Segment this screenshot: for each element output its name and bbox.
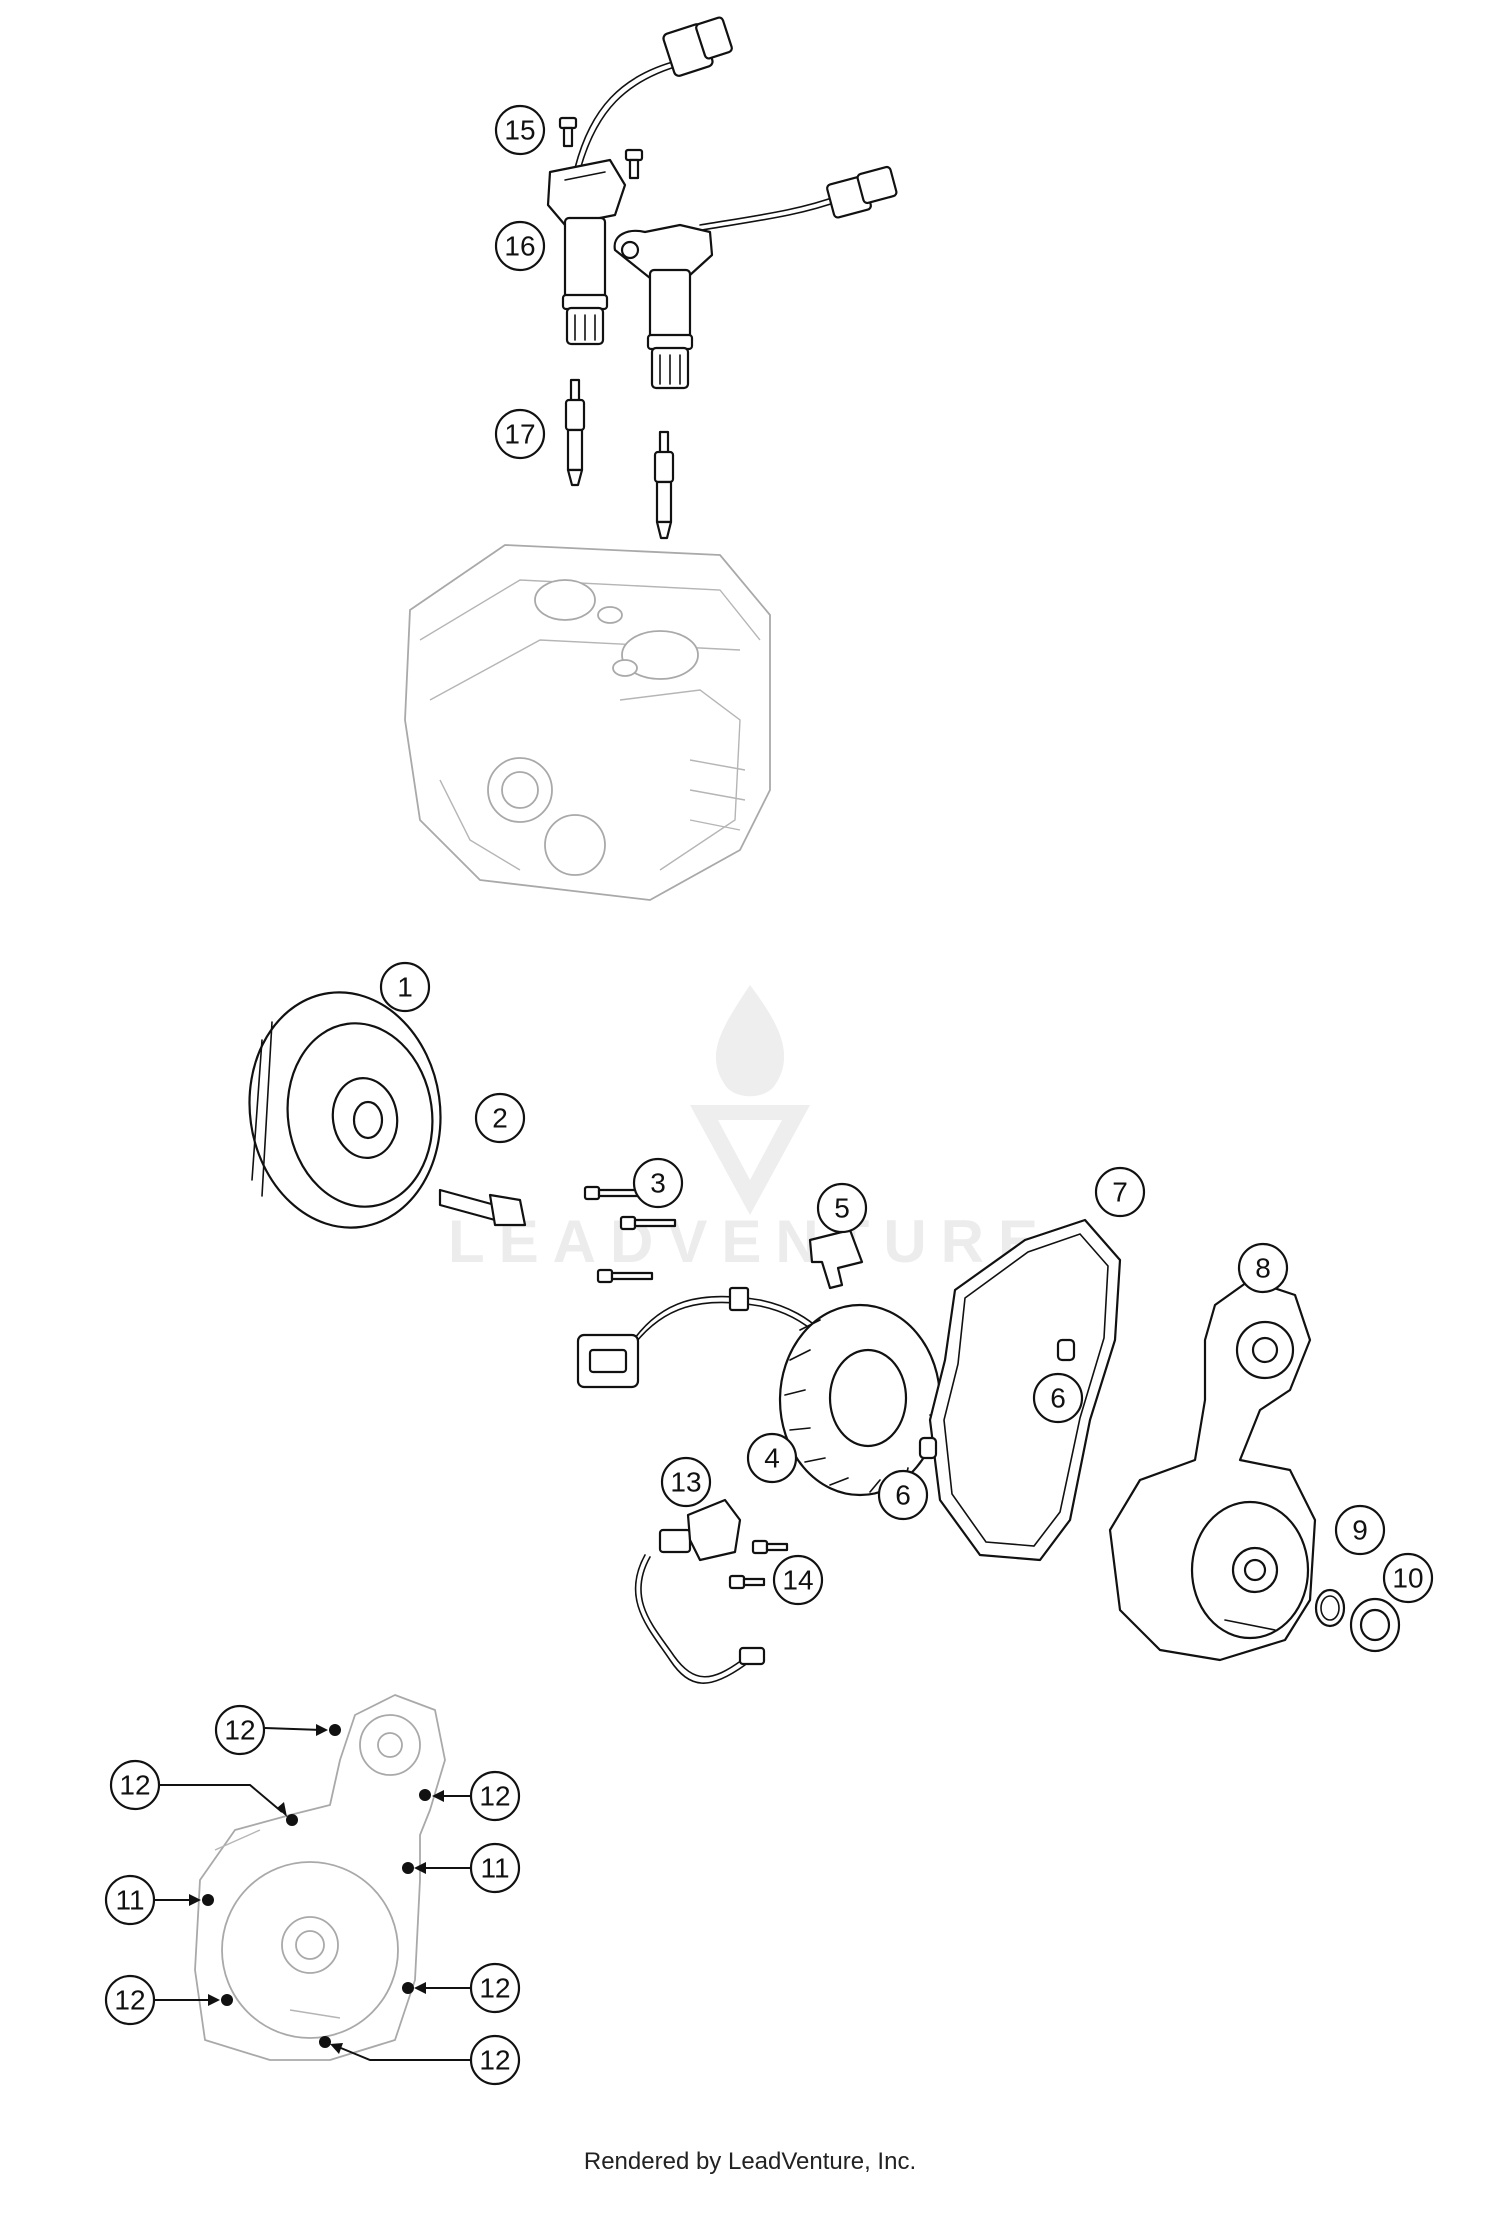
part-screws-14 [728, 1539, 789, 1590]
callout-2: 2 [474, 1092, 526, 1144]
svg-text:12: 12 [224, 1715, 255, 1746]
part-ignition-coil-right [613, 165, 898, 390]
part-generator-cover-8 [1108, 1278, 1317, 1662]
bolt-dots [202, 1724, 431, 2048]
svg-text:14: 14 [782, 1565, 813, 1596]
svg-text:6: 6 [895, 1480, 911, 1511]
part-gasket-7 [928, 1218, 1122, 1562]
watermark-flame-icon [715, 985, 785, 1097]
watermark-v-icon [690, 1105, 810, 1215]
callout-16: 16 [494, 220, 546, 272]
callout-13: 13 [660, 1456, 712, 1508]
callout-7: 7 [1094, 1166, 1146, 1218]
svg-text:12: 12 [114, 1985, 145, 2016]
callout-9: 9 [1334, 1504, 1386, 1556]
part-generator-cover-ghost [194, 1694, 446, 2061]
bolt-dot [419, 1789, 431, 1801]
callout-12: 12 [469, 1770, 521, 1822]
callout-12: 12 [104, 1974, 156, 2026]
watermark: LEADVENTURE [448, 985, 1052, 1275]
part-ignition-coil-left [546, 16, 733, 346]
callout-14: 14 [772, 1554, 824, 1606]
callout-12: 12 [109, 1759, 161, 1811]
svg-text:16: 16 [504, 231, 535, 262]
callout-3: 3 [632, 1157, 684, 1209]
callout-8: 8 [1237, 1242, 1289, 1294]
part-flywheel-1 [248, 991, 442, 1229]
footer-credit: Rendered by LeadVenture, Inc. [583, 2148, 917, 2175]
callout-11: 11 [469, 1842, 521, 1894]
bolt-dot [329, 1724, 341, 1736]
svg-text:15: 15 [504, 115, 535, 146]
svg-text:12: 12 [479, 1781, 510, 1812]
part-spark-plug-17 [564, 378, 675, 540]
svg-text:3: 3 [650, 1168, 666, 1199]
svg-text:8: 8 [1255, 1253, 1271, 1284]
svg-text:13: 13 [670, 1467, 701, 1498]
part-plug-10 [1349, 1597, 1401, 1653]
bolt-dot [202, 1894, 214, 1906]
svg-text:7: 7 [1112, 1177, 1128, 1208]
svg-text:11: 11 [480, 1853, 509, 1884]
callout-12: 12 [214, 1704, 266, 1756]
callout-5: 5 [816, 1182, 868, 1234]
callout-6: 6 [877, 1469, 929, 1521]
part-cable-guide-5 [808, 1228, 864, 1290]
svg-text:5: 5 [834, 1193, 850, 1224]
svg-text:17: 17 [504, 419, 535, 450]
svg-text:4: 4 [764, 1443, 780, 1474]
bolt-dot [402, 1862, 414, 1874]
part-bolt-15 [558, 116, 644, 180]
watermark-text: LEADVENTURE [448, 1208, 1052, 1275]
svg-text:11: 11 [115, 1885, 144, 1916]
svg-text:2: 2 [492, 1103, 508, 1134]
svg-text:12: 12 [479, 1973, 510, 2004]
part-bolt-2 [438, 1188, 527, 1227]
callout-12: 12 [469, 1962, 521, 2014]
bolt-dot [319, 2036, 331, 2048]
svg-text:6: 6 [1050, 1383, 1066, 1414]
svg-text:12: 12 [479, 2045, 510, 2076]
part-screws-3 [583, 1185, 677, 1284]
leader-lines [155, 1724, 470, 2061]
callout-17: 17 [494, 408, 546, 460]
svg-text:9: 9 [1352, 1515, 1368, 1546]
part-sensor-13 [634, 1498, 766, 1684]
part-engine-ghost [404, 544, 771, 901]
callout-1: 1 [379, 961, 431, 1013]
callout-11: 11 [104, 1874, 156, 1926]
callout-10: 10 [1382, 1552, 1434, 1604]
callout-12: 12 [469, 2034, 521, 2086]
callout-4: 4 [746, 1432, 798, 1484]
bolt-dot [286, 1814, 298, 1826]
bolt-dot [221, 1994, 233, 2006]
svg-text:12: 12 [119, 1770, 150, 1801]
svg-text:1: 1 [397, 972, 413, 1003]
part-dowel-6 [918, 1338, 1076, 1460]
callout-15: 15 [494, 104, 546, 156]
bolt-dot [402, 1982, 414, 1994]
part-o-ring-9 [1314, 1588, 1346, 1628]
part-stator-4 [576, 1286, 942, 1497]
callout-6: 6 [1032, 1372, 1084, 1424]
svg-text:10: 10 [1392, 1563, 1423, 1594]
